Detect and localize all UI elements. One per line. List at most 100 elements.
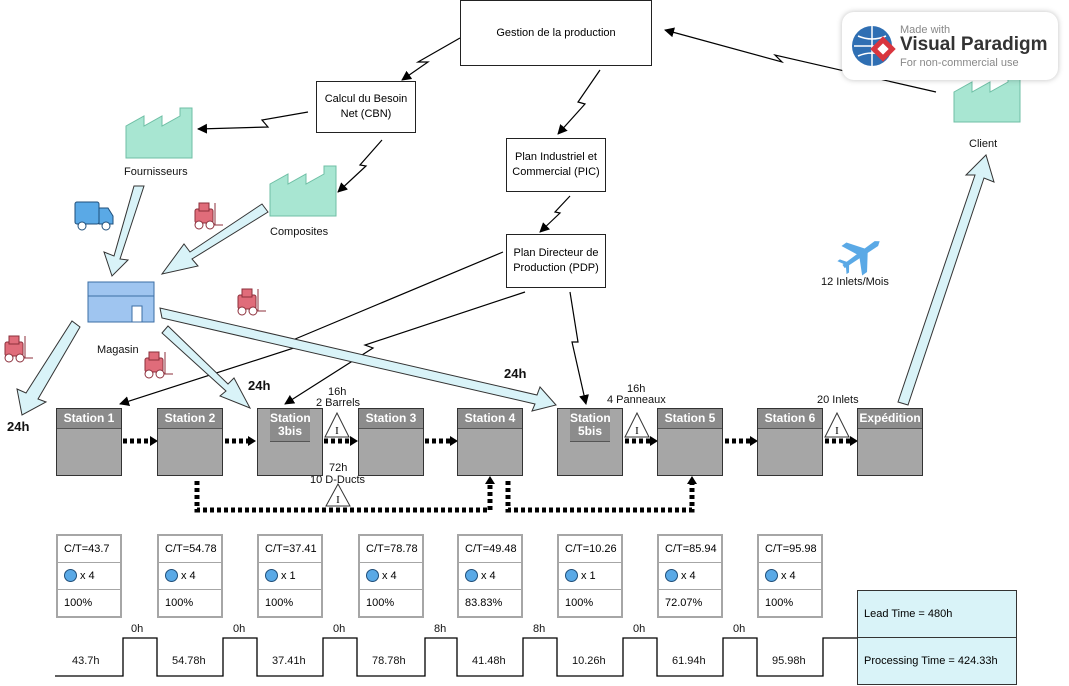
- processing-time-label: Processing Time = 424.33h: [864, 655, 998, 667]
- svg-text:I: I: [835, 425, 839, 437]
- station-6-title: Station 6: [758, 409, 822, 429]
- station-4-title: Station 4: [458, 409, 522, 429]
- uptime: 100%: [165, 597, 194, 609]
- cbn-label: Calcul du Besoin Net (CBN): [324, 93, 408, 120]
- delay-mid1: 24h: [248, 378, 271, 393]
- station-5bis: Station 5bis: [557, 408, 623, 476]
- pdp-label: Plan Directeur de Production (PDP): [513, 247, 599, 274]
- push-arrow-composites-magasin: [160, 203, 269, 275]
- data-box-3: C/T=78.78 x 4 100%: [358, 534, 424, 618]
- inventory-1-qty: 2 Barrels: [316, 397, 361, 409]
- timeline-process-6: 10.26h: [572, 655, 606, 667]
- inventory-4-qty: 20 Inlets: [817, 394, 859, 406]
- push-arrow-magasin-station1: [16, 320, 81, 416]
- station-6: Station 6: [757, 408, 823, 476]
- timeline-process-4: 78.78h: [372, 655, 406, 667]
- info-flow-pic-pdp: [539, 195, 571, 233]
- timeline-wait-7: 0h: [733, 623, 746, 635]
- uptime: 100%: [265, 597, 294, 609]
- timeline-wait-1: 0h: [131, 623, 144, 635]
- timeline-line: [55, 637, 857, 677]
- timeline-wait-4: 8h: [434, 623, 447, 635]
- uptime: 72.07%: [665, 597, 703, 609]
- truck-icon: [74, 201, 114, 231]
- operator-icon: [665, 568, 678, 582]
- operator-icon: [165, 568, 178, 582]
- station-2-title: Station 2: [158, 409, 222, 429]
- station-3: Station 3: [358, 408, 424, 476]
- magasin-label: Magasin: [97, 344, 139, 356]
- watermark-line2: Visual Paradigm: [900, 34, 1048, 55]
- station-3bis-title: Station 3bis: [270, 409, 311, 442]
- visual-paradigm-logo-icon: [852, 26, 896, 66]
- station-push-flows: [123, 438, 750, 513]
- inventory-triangle-2: [325, 482, 351, 507]
- airplane-icon: [837, 241, 880, 276]
- inventory-3-time: 16h: [627, 383, 646, 395]
- cycle-time: C/T=37.41: [259, 536, 321, 563]
- station-3-title: Station 3: [359, 409, 423, 429]
- timeline-process-3: 37.41h: [272, 655, 306, 667]
- data-box-3bis: C/T=37.41 x 1 100%: [257, 534, 323, 618]
- forklift-icons: [4, 202, 266, 379]
- operators-count: x 4: [181, 570, 196, 582]
- timeline-wait-2: 0h: [233, 623, 246, 635]
- composites-label: Composites: [270, 226, 329, 238]
- inventory-2-time: 72h: [329, 462, 348, 474]
- timeline-process-8: 95.98h: [772, 655, 806, 667]
- operator-icon: [64, 568, 77, 582]
- visual-paradigm-watermark: Made with Visual Paradigm For non-commer…: [842, 12, 1058, 80]
- timeline-process-1: 43.7h: [72, 655, 100, 667]
- operators-count: x 4: [382, 570, 397, 582]
- cycle-time: C/T=49.48: [459, 536, 521, 563]
- info-flow-cbn-fournisseurs: [197, 111, 309, 134]
- timeline-process-5: 41.48h: [472, 655, 506, 667]
- data-box-5bis: C/T=10.26 x 1 100%: [557, 534, 623, 618]
- lead-time-label: Lead Time = 480h: [864, 608, 953, 620]
- uptime: 100%: [765, 597, 794, 609]
- cbn-box: Calcul du Besoin Net (CBN): [316, 81, 416, 133]
- info-flow-cbn-composites: [337, 139, 383, 193]
- timeline-process-2: 54.78h: [172, 655, 206, 667]
- uptime: 100%: [565, 597, 594, 609]
- magasin-icon: [87, 281, 155, 323]
- data-box-4: C/T=49.48 x 4 83.83%: [457, 534, 523, 618]
- factory-client-icon: [953, 73, 1021, 123]
- cycle-time: C/T=78.78: [360, 536, 422, 563]
- cycle-time: C/T=54.78: [159, 536, 221, 563]
- delay-left: 24h: [7, 419, 30, 434]
- info-flow-gestion-cbn: [401, 37, 461, 81]
- operator-icon: [565, 568, 578, 582]
- data-box-6: C/T=95.98 x 4 100%: [757, 534, 823, 618]
- station-expedition: Expédition: [857, 408, 923, 476]
- push-arrow-expedition-client: [897, 154, 995, 406]
- data-box-2: C/T=54.78 x 4 100%: [157, 534, 223, 618]
- data-box-5: C/T=85.94 x 4 72.07%: [657, 534, 723, 618]
- operator-icon: [265, 568, 278, 582]
- inventory-triangle-4: [824, 411, 850, 438]
- pdp-box: Plan Directeur de Production (PDP): [506, 234, 606, 288]
- inventory-3-qty: 4 Panneaux: [607, 394, 666, 406]
- gestion-production-box: Gestion de la production: [460, 0, 652, 66]
- push-arrow-fournisseurs-magasin: [103, 185, 145, 277]
- inventory-2-qty: 10 D-Ducts: [310, 474, 366, 486]
- cycle-time: C/T=85.94: [659, 536, 721, 563]
- info-flow-pdp-station5bis: [569, 291, 589, 405]
- data-box-1: C/T=43.7 x 4 100%: [56, 534, 122, 618]
- station-5: Station 5: [657, 408, 723, 476]
- factory-composites-icon: [269, 165, 337, 217]
- station-flow-arrowheads: [150, 436, 858, 484]
- lead-time-box: Lead Time = 480h: [857, 590, 1017, 638]
- operators-count: x 1: [581, 570, 596, 582]
- cycle-time: C/T=95.98: [759, 536, 821, 563]
- uptime: 83.83%: [465, 597, 503, 609]
- cycle-time: C/T=43.7: [58, 536, 120, 563]
- inventory-triangle-3: [624, 411, 650, 438]
- cycle-time: C/T=10.26: [559, 536, 621, 563]
- inventory-triangles: [324, 411, 850, 507]
- station-2: Station 2: [157, 408, 223, 476]
- processing-time-box: Processing Time = 424.33h: [857, 637, 1017, 685]
- pic-box: Plan Industriel et Commercial (PIC): [506, 138, 606, 192]
- operators-count: x 4: [681, 570, 696, 582]
